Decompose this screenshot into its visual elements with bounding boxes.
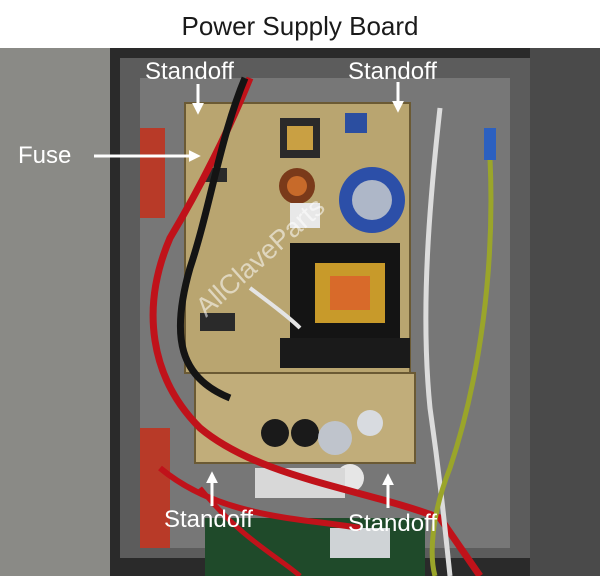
label-standoff-bottom-right: Standoff <box>348 510 437 537</box>
label-standoff-top-left: Standoff <box>145 58 234 85</box>
label-fuse: Fuse <box>18 142 72 169</box>
power-supply-photo <box>0 48 600 576</box>
label-standoff-top-right: Standoff <box>348 58 437 85</box>
page-title: Power Supply Board <box>181 11 419 41</box>
label-standoff-bottom-left: Standoff <box>164 506 253 533</box>
